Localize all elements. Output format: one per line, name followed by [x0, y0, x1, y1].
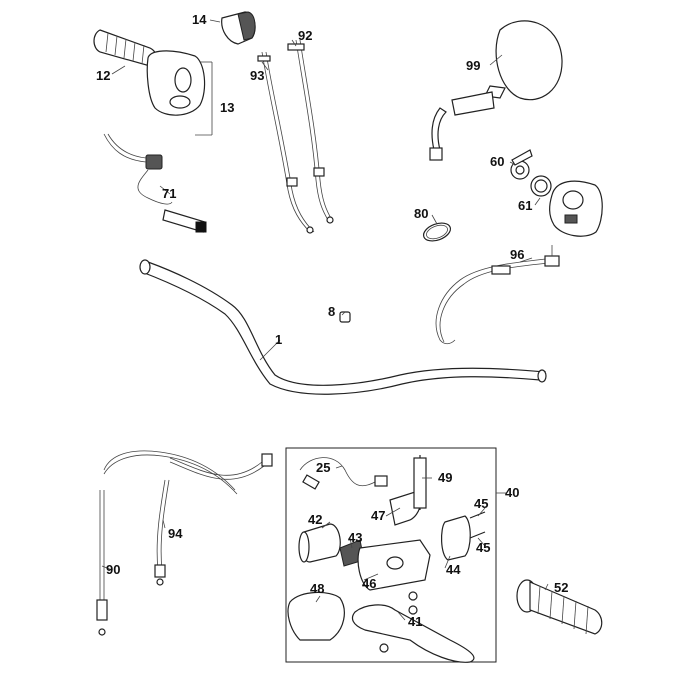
handlebar-switch	[510, 149, 603, 237]
callout-60: 60	[490, 154, 504, 169]
callout-43: 43	[348, 530, 362, 545]
throttle-grip-assembly	[93, 29, 213, 136]
callout-13: 13	[220, 100, 234, 115]
callout-labels: 1 8 12 13 14 25 40 41 42 43 44 45 45 46 …	[96, 12, 568, 629]
callout-80: 80	[414, 206, 428, 221]
callout-14: 14	[192, 12, 207, 27]
lever-sensor-cable	[299, 457, 388, 490]
callout-90: 90	[106, 562, 120, 577]
callout-92: 92	[298, 28, 312, 43]
lever-clamp	[441, 511, 486, 561]
cable-clamp	[422, 222, 452, 242]
callout-71: 71	[162, 186, 176, 201]
handlebar	[139, 259, 547, 395]
callout-96: 96	[510, 247, 524, 262]
callout-8: 8	[328, 304, 335, 319]
hot-start-cable	[435, 245, 560, 345]
left-grip	[516, 579, 603, 635]
leader-lines	[101, 19, 549, 621]
callout-1: 1	[275, 332, 282, 347]
callout-48: 48	[310, 581, 324, 596]
clutch-lever-housing	[357, 455, 431, 615]
callout-61: 61	[518, 198, 532, 213]
callout-99: 99	[466, 58, 480, 73]
throttle-cover	[221, 11, 256, 45]
bar-plug	[339, 311, 351, 323]
mirror	[429, 20, 563, 161]
clutch-assembly-box	[285, 447, 506, 663]
callout-47: 47	[371, 508, 385, 523]
callout-25: 25	[316, 460, 330, 475]
master-cylinder-parts	[298, 523, 365, 567]
kill-switch	[103, 133, 207, 233]
callout-52: 52	[554, 580, 568, 595]
callout-93: 93	[250, 68, 264, 83]
clutch-lever	[351, 604, 475, 663]
callout-41: 41	[408, 614, 422, 629]
callout-12: 12	[96, 68, 110, 83]
clutch-cables	[96, 450, 273, 636]
throttle-cables	[257, 39, 334, 234]
lever-guard	[287, 591, 345, 641]
callout-42: 42	[308, 512, 322, 527]
callout-45-lower: 45	[476, 540, 490, 555]
callout-94: 94	[168, 526, 183, 541]
callout-40: 40	[505, 485, 519, 500]
callout-45-upper: 45	[474, 496, 488, 511]
callout-49: 49	[438, 470, 452, 485]
callout-44: 44	[446, 562, 461, 577]
callout-46: 46	[362, 576, 376, 591]
